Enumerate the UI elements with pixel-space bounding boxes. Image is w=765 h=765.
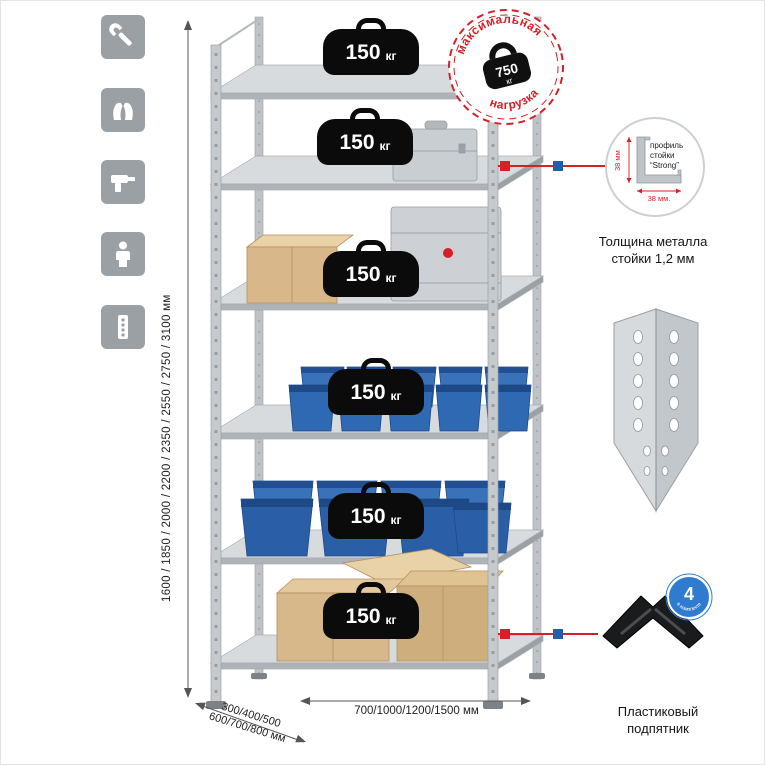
post-angle-illustration	[613, 308, 699, 513]
quantity-badge-arc-label: в комплекте	[675, 601, 703, 612]
profile-caption-line1: Толщина металла	[598, 234, 708, 249]
shelf-weight-badge-5: 150 кг	[328, 493, 424, 539]
weight-unit: кг	[379, 138, 391, 153]
profile-caption-line2: стойки 1,2 мм	[611, 251, 695, 266]
stamp-value: 750	[494, 60, 519, 80]
height-dimension-line	[184, 20, 192, 698]
max-load-stamp: максимальная нагрузка 750 кг	[432, 1, 580, 141]
weight-value: 150	[345, 262, 381, 286]
stamp-unit: кг	[505, 76, 513, 86]
profile-label-line3: “Strong”	[650, 161, 679, 170]
profile-dim-bottom: 38 мм.	[648, 194, 671, 203]
stamp-weight-icon: 750 кг	[482, 42, 532, 90]
person-icon	[101, 232, 145, 276]
weight-value: 150	[350, 380, 386, 404]
weight-unit: кг	[385, 270, 397, 285]
profile-label-line1: профиль	[650, 141, 683, 150]
width-dimension-line	[300, 697, 531, 705]
gloves-icon	[101, 88, 145, 132]
weight-value: 150	[345, 40, 381, 64]
shelf-weight-badge-6: 150 кг	[323, 593, 419, 639]
quantity-badge: 4 в комплекте	[665, 573, 713, 621]
connector-line-top	[498, 165, 606, 167]
svg-text:в комплекте: в комплекте	[675, 601, 703, 612]
drill-icon	[101, 160, 145, 204]
connector-square-blue-bottom	[553, 629, 563, 639]
profile-caption: Толщина металла стойки 1,2 мм	[573, 233, 733, 267]
weight-value: 150	[350, 504, 386, 528]
profile-label-line2: стойки	[650, 151, 674, 160]
rack-post-icon	[101, 305, 145, 349]
quantity-badge-value: 4	[684, 584, 694, 604]
connector-square-red-bottom	[500, 629, 510, 639]
post-profile-detail: 38 мм 38 мм. профиль стойки “Strong”	[605, 117, 705, 217]
connector-line-bottom	[498, 633, 598, 635]
shelf-weight-badge-1: 150 кг	[323, 29, 419, 75]
weight-unit: кг	[390, 388, 402, 403]
shelf-weight-badge-4: 150 кг	[328, 369, 424, 415]
foot-caption-line2: подпятник	[627, 721, 689, 736]
connector-square-red-top	[500, 161, 510, 171]
weight-value: 150	[345, 604, 381, 628]
width-dimension-label: 700/1000/1200/1500 мм	[354, 705, 479, 717]
depth-dimension-line	[195, 702, 306, 743]
foot-caption: Пластиковый подпятник	[583, 703, 733, 737]
weight-unit: кг	[385, 612, 397, 627]
shelf-weight-badge-3: 150 кг	[323, 251, 419, 297]
weight-value: 150	[339, 130, 375, 154]
wrench-icon	[101, 15, 145, 59]
plastic-foot-illustration	[602, 595, 704, 649]
rack-feet	[206, 673, 545, 709]
weight-unit: кг	[385, 48, 397, 63]
cardboard-box-mid	[245, 234, 355, 304]
connector-square-blue-top	[553, 161, 563, 171]
foot-caption-line1: Пластиковый	[617, 704, 699, 719]
profile-dim-side: 38 мм	[613, 150, 622, 171]
weight-unit: кг	[390, 512, 402, 527]
shelf-weight-badge-2: 150 кг	[317, 119, 413, 165]
